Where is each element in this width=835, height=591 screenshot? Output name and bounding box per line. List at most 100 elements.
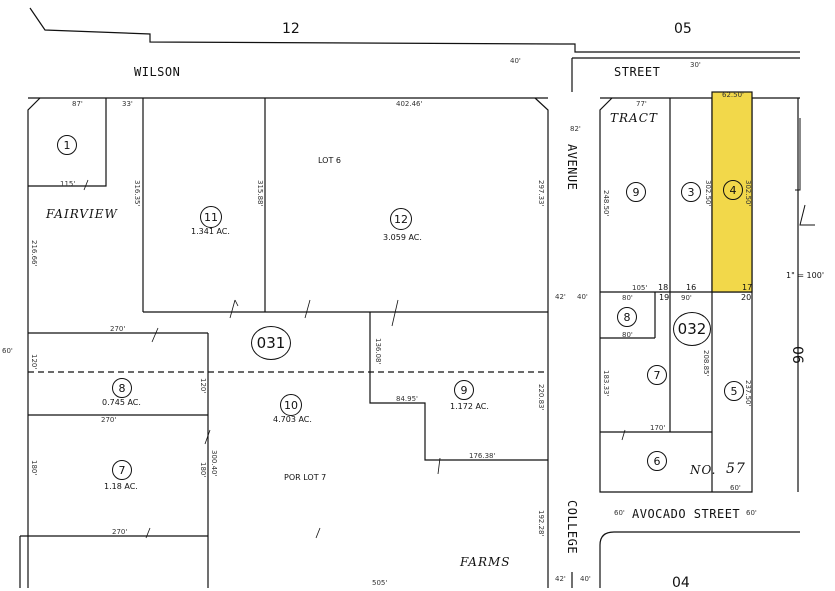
block-031-label: 031 [256,334,286,352]
parcel-7[interactable]: 7 [112,460,132,480]
parcel-number: 9 [632,185,640,199]
parcel-r5[interactable]: 5 [724,381,744,401]
dim-60b: 60' [614,509,625,517]
dim-216: 216.66' [30,240,38,267]
dim-302b: 302.50' [744,180,752,207]
dim-40b: 40' [580,575,591,583]
dim-315: 315.88' [256,180,264,207]
street-top-label: STREET [614,65,661,79]
dim-42b: 42' [555,575,566,583]
dim-297: 297.33' [537,180,545,207]
parcel-number: 4 [729,183,737,197]
book-number-05: 05 [674,21,692,37]
parcel-12-acres: 3.059 AC. [383,233,422,242]
dim-270c: 270' [112,528,128,536]
dim-42a: 42' [555,293,566,301]
parcel-1[interactable]: 1 [57,135,77,155]
parcel-9-outline [369,312,548,461]
parcel-r7[interactable]: 7 [647,365,667,385]
side-marker-1 [795,118,801,191]
block-032-outline [599,97,753,493]
dim-170: 170' [650,424,666,432]
map-scale: 1" = 100' [786,271,825,280]
parcel-number: 1 [63,138,71,152]
parcel-r6[interactable]: 6 [647,451,667,471]
parcel-number: 8 [118,381,126,395]
parcel-9[interactable]: 9 [454,380,474,400]
dim-505: 505' [372,579,388,587]
dim-136: 136.08' [374,338,382,365]
book-number-12: 12 [282,21,300,37]
dim-84: 84.95' [396,395,418,403]
dim-120b: 120' [199,378,207,394]
parcel-number: 5 [730,384,738,398]
dim-208: 208.85' [702,350,710,377]
area-no-value: 57 [726,461,746,477]
parcel-8[interactable]: 8 [112,378,132,398]
block-031-badge: 031 [251,326,291,360]
dim-300: 300.40' [210,450,218,477]
parcel-number: 7 [118,463,126,477]
parcel-11[interactable]: 11 [200,206,222,228]
lot-20: 20 [741,293,752,302]
dim-176: 176.38' [469,452,496,460]
dim-180b: 180' [199,462,207,478]
dim-237: 237.50' [744,380,752,407]
book-number-04: 04 [672,575,690,591]
lot-19: 19 [659,293,670,302]
parcel-9-acres: 1.172 AC. [450,402,489,411]
dim-40c: 40' [510,57,521,65]
parcel-10[interactable]: 10 [280,394,302,416]
parcel-number: 7 [653,368,661,382]
dim-60d: 60' [2,347,13,355]
parcel-r4[interactable]: 4 [723,180,743,200]
street-avocado: AVOCADO STREET [632,507,741,521]
dim-120a: 120' [30,354,38,370]
block-032-badge: 032 [673,312,711,346]
dim-62: 62.50' [722,91,744,99]
dim-180a: 180' [30,460,38,476]
area-fairview: FAIRVIEW [46,207,118,221]
parcel-r8[interactable]: 8 [617,307,637,327]
por-lot-7-label: POR LOT 7 [284,473,327,482]
parcel-8-acres: 0.745 AC. [102,398,141,407]
parcel-r9[interactable]: 9 [626,182,646,202]
lot-17: 17 [742,283,753,292]
street-college: COLLEGE [565,500,579,555]
area-no: NO. [690,463,717,477]
street-wilson: WILSON [134,65,181,79]
dim-82: 82' [570,125,581,133]
dim-105: 105' [632,284,648,292]
avocado-south-edge [599,531,800,588]
dim-220: 220.83' [537,384,545,411]
block-031-outline [27,97,41,588]
dim-115: 115' [60,180,76,188]
dim-33: 33' [122,100,133,108]
parcel-12[interactable]: 12 [390,208,412,230]
parcel-11-acres: 1.341 AC. [191,227,230,236]
lot-16: 16 [686,283,697,292]
parcel-number: 8 [623,310,631,324]
dim-80a: 80' [622,294,633,302]
dim-90: 90' [681,294,692,302]
dim-30: 30' [690,61,701,69]
area-tract: TRACT [610,111,658,125]
parcel-number: 6 [653,454,661,468]
dim-87: 87' [72,100,83,108]
parcel-number: 12 [394,212,408,226]
block-032-label: 032 [677,320,707,338]
area-farms: FARMS [460,555,511,569]
block-031-east [534,97,549,588]
dim-80b: 80' [622,331,633,339]
dim-192: 192.28' [537,510,545,537]
parcel-r3[interactable]: 3 [681,182,701,202]
dim-248: 248.50' [602,190,610,217]
parcel-number: 10 [284,398,298,412]
street-avenue: AVENUE [565,144,579,191]
lot-6-label: LOT 6 [318,156,341,165]
top-road-line [29,7,800,53]
book-number-06: 06 [789,346,805,364]
side-marker-2 [799,204,815,226]
lot-18: 18 [658,283,669,292]
